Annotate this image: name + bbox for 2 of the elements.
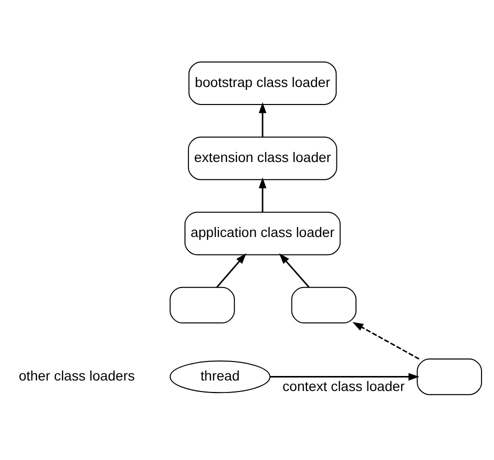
edge-label: context class loader	[282, 378, 405, 394]
label: other class loaders	[18, 367, 135, 384]
